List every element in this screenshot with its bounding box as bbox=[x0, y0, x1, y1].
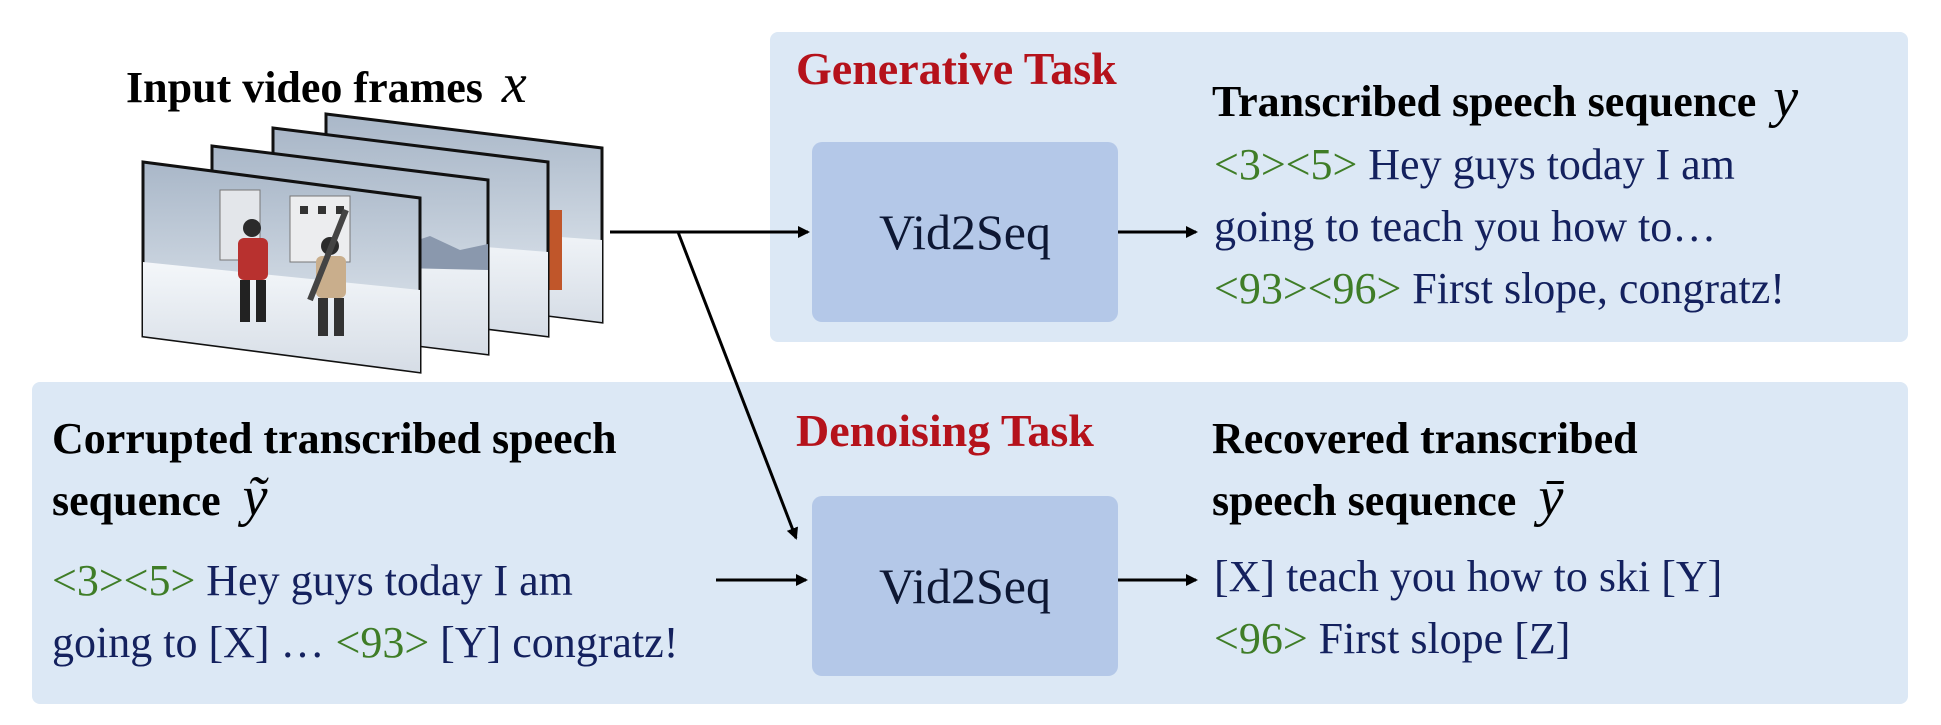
corrupted-sequence: <3><5> Hey guys today I am going to [X] … bbox=[52, 550, 678, 674]
corrupted-symbol: ỹ bbox=[242, 466, 268, 528]
recovered-line-2: <96> First slope [Z] bbox=[1214, 614, 1571, 663]
arrow-frames-to-denoising bbox=[676, 231, 799, 540]
denoising-model-box: Vid2Seq bbox=[812, 496, 1118, 676]
corrupted-line-1: <3><5> Hey guys today I am bbox=[52, 556, 573, 605]
generative-output-label: Transcribed speech sequence y bbox=[1212, 67, 1799, 129]
generative-line-3: <93><96> First slope, congratz! bbox=[1214, 264, 1785, 313]
generative-line-1: <3><5> Hey guys today I am bbox=[1214, 140, 1735, 189]
denoising-model-label: Vid2Seq bbox=[879, 558, 1051, 614]
recovered-line-1: [X] teach you how to ski [Y] bbox=[1214, 552, 1723, 601]
generative-model-box: Vid2Seq bbox=[812, 142, 1118, 322]
input-symbol: x bbox=[501, 53, 527, 115]
generative-model-label: Vid2Seq bbox=[879, 204, 1051, 260]
denoising-task-title: Denoising Task bbox=[796, 405, 1094, 456]
corrupted-line-2: going to [X] … <93> [Y] congratz! bbox=[52, 618, 679, 667]
generative-task-title: Generative Task bbox=[796, 43, 1117, 94]
generative-output-symbol: y bbox=[1773, 67, 1799, 129]
video-frame-1 bbox=[141, 160, 422, 374]
recovered-symbol: ȳ bbox=[1538, 466, 1564, 528]
input-frames-label: Input video frames x bbox=[126, 53, 527, 115]
recovered-sequence: [X] teach you how to ski [Y] <96> First … bbox=[1214, 546, 1722, 670]
generative-output-sequence: <3><5> Hey guys today I am going to teac… bbox=[1214, 134, 1785, 320]
generative-line-2: going to teach you how to… bbox=[1214, 202, 1717, 251]
